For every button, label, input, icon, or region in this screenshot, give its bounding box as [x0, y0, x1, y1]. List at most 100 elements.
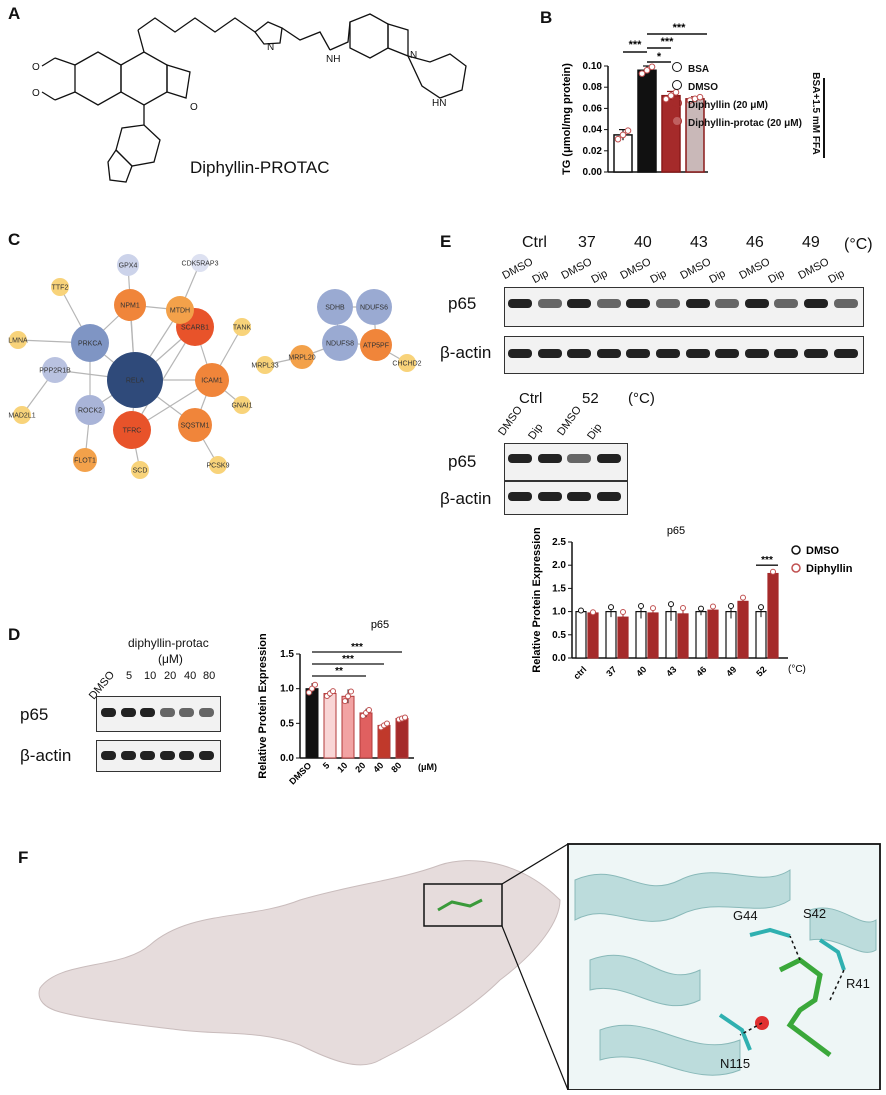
blot-d-p65-band	[140, 708, 155, 717]
blot-d-header: diphyllin-protac	[128, 636, 209, 650]
node-ttf2: TTF2	[51, 278, 69, 296]
lane-label: DMSO	[500, 255, 536, 282]
node-label: FLOT1	[74, 458, 96, 465]
panel-label-d: D	[8, 625, 21, 644]
lane-label: Dip	[766, 267, 787, 286]
svg-text:N: N	[410, 50, 417, 61]
y-tick-label: 1.0	[280, 684, 294, 695]
node-circle	[191, 254, 209, 272]
residue-g44: G44	[733, 908, 758, 923]
node-rela: RELA	[107, 352, 163, 408]
bar-e-1-5	[737, 600, 749, 659]
node-label: MTDH	[170, 308, 190, 315]
x-tick-label: 46	[694, 664, 708, 678]
node-npm1: NPM1	[114, 289, 146, 321]
temp-unit: (°C)	[844, 236, 873, 253]
marker-icon	[672, 116, 682, 126]
blot-e2-p65-band	[508, 454, 532, 463]
temp2-unit: (°C)	[628, 390, 655, 407]
data-point	[758, 604, 764, 611]
blot-d-actin-band	[120, 751, 136, 760]
zoom-box	[423, 883, 503, 927]
panel-label-b: B	[540, 8, 553, 27]
blot-e-actin-band	[774, 349, 799, 358]
temp2-ctrl: Ctrl	[519, 390, 543, 407]
bar-e-1-6	[767, 572, 779, 659]
temp-label: 37	[578, 234, 596, 251]
node-label: NDUFS6	[360, 305, 388, 312]
data-point	[680, 604, 686, 611]
blot-e-p65-band	[833, 299, 858, 308]
blot-e2-actin-band	[508, 492, 532, 501]
blot-d-actin-band	[159, 751, 175, 760]
row-d-actin: β-actin	[20, 746, 72, 765]
temp2-52: 52	[582, 390, 599, 407]
svg-text:NH: NH	[326, 54, 340, 65]
x-unit: (°C)	[788, 664, 806, 675]
y-tick-label: 0.00	[583, 167, 603, 178]
y-tick-label: 0.5	[552, 630, 566, 641]
blot-e-p65-band	[774, 299, 799, 308]
node-mad2l1: MAD2L1	[8, 406, 36, 424]
node-label: TTF2	[52, 285, 69, 292]
legend-label-0: DMSO	[806, 545, 839, 557]
y-axis-label: Relative Protein Expression	[257, 633, 269, 779]
node-mtdh: MTDH	[166, 296, 194, 324]
bar-e-0-4	[695, 610, 707, 659]
node-circle	[398, 354, 416, 372]
bar-d-2	[341, 695, 355, 759]
bar-e-0-0	[575, 610, 587, 659]
blot-e-p65-band	[715, 299, 740, 308]
blot-e-p65-band	[567, 299, 592, 308]
node-label: PCSK9	[207, 463, 230, 470]
svg-text:N: N	[267, 42, 274, 53]
lane-label: DMSO	[555, 404, 585, 438]
side-label: BSA+1.5 mM FFA	[809, 72, 821, 155]
blot-e-actin-band	[626, 349, 651, 358]
sig-label: ***	[629, 39, 643, 51]
data-point	[590, 609, 596, 616]
node-label: TFRC	[123, 428, 142, 435]
y-tick-label: 1.5	[552, 583, 566, 594]
node-label: NDUFS8	[326, 341, 354, 348]
node-icam1: ICAM1	[195, 363, 229, 397]
blot-e-p65-band	[508, 299, 532, 308]
sig-label: ***	[342, 654, 354, 665]
network-edge	[131, 326, 196, 431]
blot-e-actin-band	[804, 349, 828, 358]
svg-text:O: O	[32, 62, 40, 73]
data-point	[312, 681, 318, 688]
node-rock2: ROCK2	[75, 395, 105, 425]
marker-icon	[672, 98, 682, 108]
bar-d-0	[305, 688, 319, 759]
node-circle	[75, 395, 105, 425]
blot-e-actin-band	[508, 349, 532, 358]
node-label: PRKCA	[78, 341, 102, 348]
lane-d-5: 80	[203, 670, 216, 682]
data-point	[348, 688, 354, 695]
x-tick-label: 37	[604, 664, 618, 678]
legend-b-item-1: DMSO	[672, 80, 718, 93]
blot-e-actin-band	[833, 349, 858, 358]
node-circle	[117, 254, 139, 276]
blot-e-actin-band	[685, 349, 710, 358]
blot-e2-p65-band	[596, 454, 621, 463]
data-point	[662, 95, 670, 103]
node-circle	[209, 456, 227, 474]
row-e-actin: β-actin	[440, 343, 492, 362]
lane-label: Dip	[589, 267, 610, 286]
node-label: MAD2L1	[8, 413, 35, 420]
blot-e2-p65-band	[537, 454, 562, 463]
lane-d-3: 20	[164, 670, 177, 682]
node-chchd2: CHCHD2	[392, 354, 422, 372]
bar-d-3	[359, 712, 373, 759]
blot-e-actin-band	[715, 349, 740, 358]
node-sdhb: SDHB	[317, 289, 353, 325]
node-circle	[51, 278, 69, 296]
data-point	[619, 131, 627, 139]
data-point	[698, 605, 704, 612]
node-ndufs6: NDUFS6	[356, 289, 392, 325]
panel-label-a: A	[8, 4, 21, 23]
